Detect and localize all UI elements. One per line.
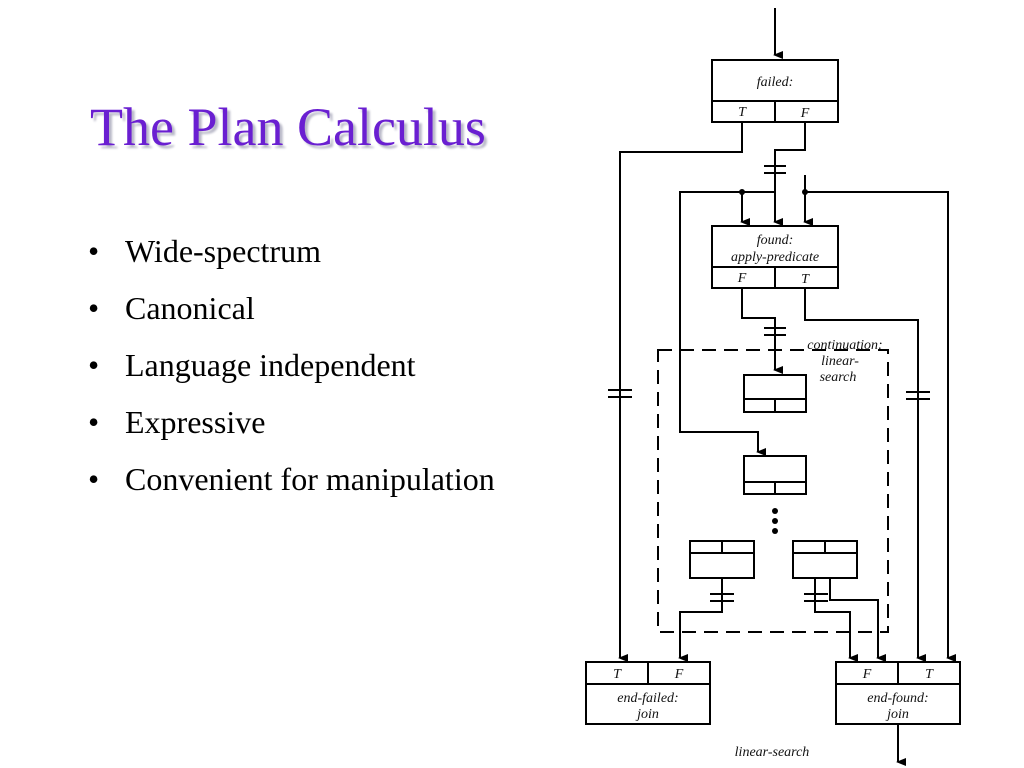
continuation-label-3: search xyxy=(820,370,857,385)
bullet-dot-icon: • xyxy=(88,347,100,383)
continuation-label-1: continuation: xyxy=(807,338,882,353)
bullet-text: Wide-spectrum xyxy=(125,233,321,269)
failed-label: failed: xyxy=(757,75,794,90)
bypass-line xyxy=(679,191,766,456)
to-found-left xyxy=(740,191,775,226)
inner-box-4 xyxy=(792,540,858,579)
bullet-item: • Expressive xyxy=(88,403,508,441)
failed-false-line xyxy=(774,122,806,192)
found-box xyxy=(711,225,839,289)
diagram-caption: linear-search xyxy=(735,745,810,760)
bullet-text: Canonical xyxy=(125,290,255,326)
end-failed-box xyxy=(585,661,711,725)
end-found-port-f: F xyxy=(862,667,872,682)
end-failed-port-f: F xyxy=(674,667,684,682)
slide-title: The Plan Calculus xyxy=(90,97,486,157)
bullet-dot-icon: • xyxy=(88,233,100,269)
inner-box-3 xyxy=(689,540,755,579)
failed-port-f: F xyxy=(800,106,810,121)
bullet-dot-icon: • xyxy=(88,290,100,326)
bullet-list: • Wide-spectrum • Canonical • Language i… xyxy=(88,232,508,517)
ellipsis-dots xyxy=(772,508,778,534)
failed-box xyxy=(711,59,839,123)
inner-box-1 xyxy=(743,374,807,413)
found-port-t: T xyxy=(801,272,810,287)
failed-port-t: T xyxy=(738,105,747,120)
bullet-item: • Language independent xyxy=(88,346,508,384)
continuation-label-2: linear- xyxy=(821,354,859,369)
data-flow-marks xyxy=(608,165,930,602)
inner4-to-end-found-left xyxy=(814,578,858,662)
found-label-1: found: xyxy=(757,233,794,248)
end-failed-label-2: join xyxy=(635,707,659,722)
found-label-2: apply-predicate xyxy=(731,250,819,265)
bullet-item: • Wide-spectrum xyxy=(88,232,508,270)
found-port-f: F xyxy=(737,271,747,286)
found-false-line xyxy=(741,288,783,374)
bullet-item: • Canonical xyxy=(88,289,508,327)
junction-dots xyxy=(739,189,808,195)
end-found-label-2: join xyxy=(885,707,909,722)
inner-box-2 xyxy=(743,455,807,495)
bullet-dot-icon: • xyxy=(88,404,100,440)
bullet-dot-icon: • xyxy=(88,461,100,497)
found-true-line xyxy=(804,288,926,662)
end-found-port-t: T xyxy=(925,667,934,682)
end-failed-port-t: T xyxy=(613,667,622,682)
end-failed-label-1: end-failed: xyxy=(617,691,678,706)
inner4-to-end-found-mid xyxy=(829,578,886,662)
plan-diagram: failed: T F found: apply-predicate F T c… xyxy=(585,8,961,766)
bullet-text: Language independent xyxy=(125,347,416,383)
bullet-item: • Convenient for manipulation xyxy=(88,460,508,498)
failed-true-line xyxy=(618,122,743,662)
end-found-label-1: end-found: xyxy=(867,691,928,706)
continuation-region xyxy=(657,349,889,633)
bullet-text: Convenient for manipulation xyxy=(125,461,495,497)
bullet-text: Expressive xyxy=(125,404,266,440)
right-long-line xyxy=(805,191,956,662)
inner3-to-end-failed xyxy=(678,578,723,662)
